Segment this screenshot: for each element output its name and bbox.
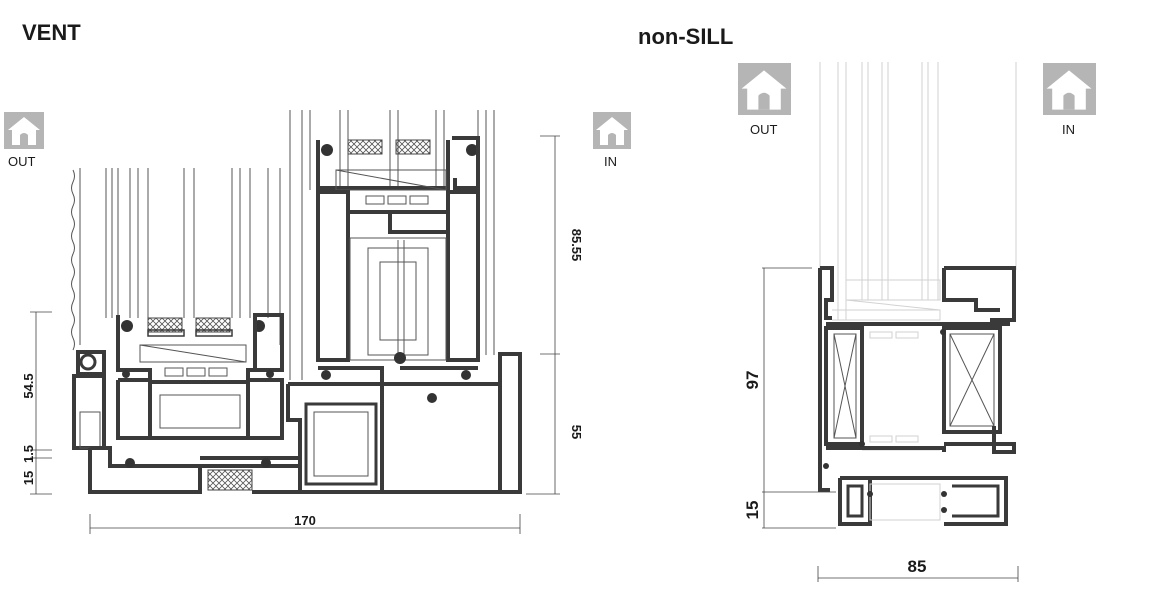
nonsill-dimensions: 97 15 85 — [743, 267, 1019, 582]
dim-vent-left-54-5: 54.5 — [21, 373, 36, 398]
vent-out-icon: OUT — [4, 112, 44, 169]
nonsill-drawing — [818, 62, 1017, 526]
vent-dimensions: 170 85.55 55 54.5 1.5 15 — [21, 135, 584, 534]
vent-in-icon: IN — [593, 112, 631, 169]
nonsill-in-icon: IN — [1043, 63, 1096, 137]
left-sash-glazing — [79, 168, 281, 345]
dim-nonsill-height: 97 — [743, 371, 762, 390]
dim-vent-height-upper: 85.55 — [569, 229, 584, 262]
dim-vent-width: 170 — [294, 513, 316, 528]
nonsill-out-icon: OUT — [738, 63, 791, 137]
dim-vent-left-15: 15 — [21, 471, 36, 485]
vent-title: VENT — [22, 20, 81, 45]
vent-out-label: OUT — [8, 154, 36, 169]
nonsill-title: non-SILL — [638, 24, 733, 49]
vent-drawing — [71, 110, 522, 494]
dim-nonsill-bottom: 15 — [743, 501, 762, 520]
dim-vent-height-lower: 55 — [569, 425, 584, 439]
nonsill-in-label: IN — [1062, 122, 1075, 137]
nonsill-out-label: OUT — [750, 122, 778, 137]
dim-nonsill-width: 85 — [908, 557, 927, 576]
dim-vent-left-1-5: 1.5 — [21, 445, 36, 463]
vent-in-label: IN — [604, 154, 617, 169]
